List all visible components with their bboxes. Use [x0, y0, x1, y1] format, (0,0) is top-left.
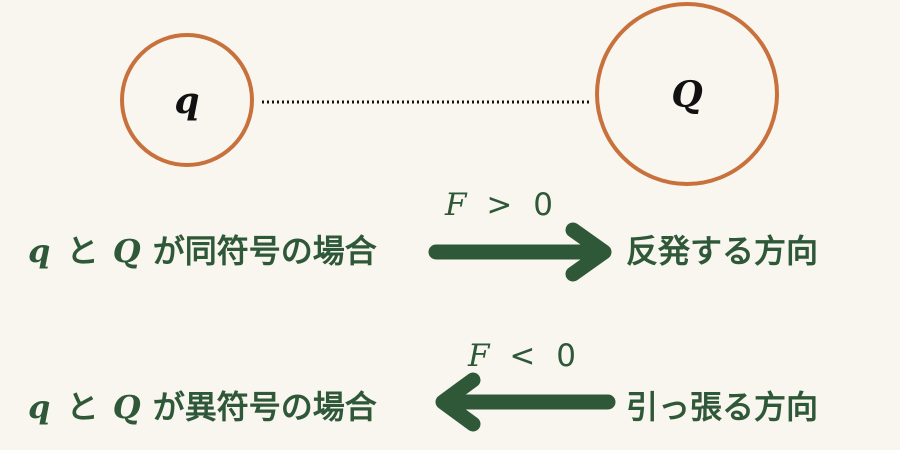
same-sign-force-symbol: F — [444, 187, 468, 223]
same-sign-force-label: F > 0 — [444, 187, 553, 223]
same-sign-force-number: 0 — [533, 187, 553, 223]
same-sign-condition-text: が同符号の場合 — [153, 232, 377, 270]
opposite-sign-condition: q と Q が異符号の場合 — [28, 388, 377, 426]
same-sign-condition: q と Q が同符号の場合 — [28, 232, 377, 270]
large-charge-circle — [595, 2, 779, 186]
large-charge-label: Q — [671, 74, 702, 116]
same-sign-connector: と — [67, 232, 99, 270]
opposite-sign-force-label: F < 0 — [467, 338, 576, 374]
opposite-sign-Q-symbol: Q — [113, 388, 141, 426]
same-sign-Q-symbol: Q — [113, 232, 141, 270]
opposite-sign-force-operator: < — [509, 338, 535, 374]
attraction-arrow — [435, 372, 616, 432]
opposite-sign-condition-text: が異符号の場合 — [153, 388, 377, 426]
repulsion-arrow — [428, 222, 612, 282]
attraction-direction-label: 引っ張る方向 — [626, 388, 818, 426]
same-sign-q-symbol: q — [28, 232, 50, 270]
repulsion-direction-label: 反発する方向 — [626, 232, 818, 270]
opposite-sign-force-number: 0 — [556, 338, 576, 374]
small-charge-label: q — [174, 80, 199, 122]
opposite-sign-q-symbol: q — [28, 388, 50, 426]
opposite-sign-force-symbol: F — [467, 338, 491, 374]
small-charge-circle — [120, 33, 254, 167]
same-sign-force-operator: > — [486, 187, 512, 223]
opposite-sign-connector: と — [67, 388, 99, 426]
